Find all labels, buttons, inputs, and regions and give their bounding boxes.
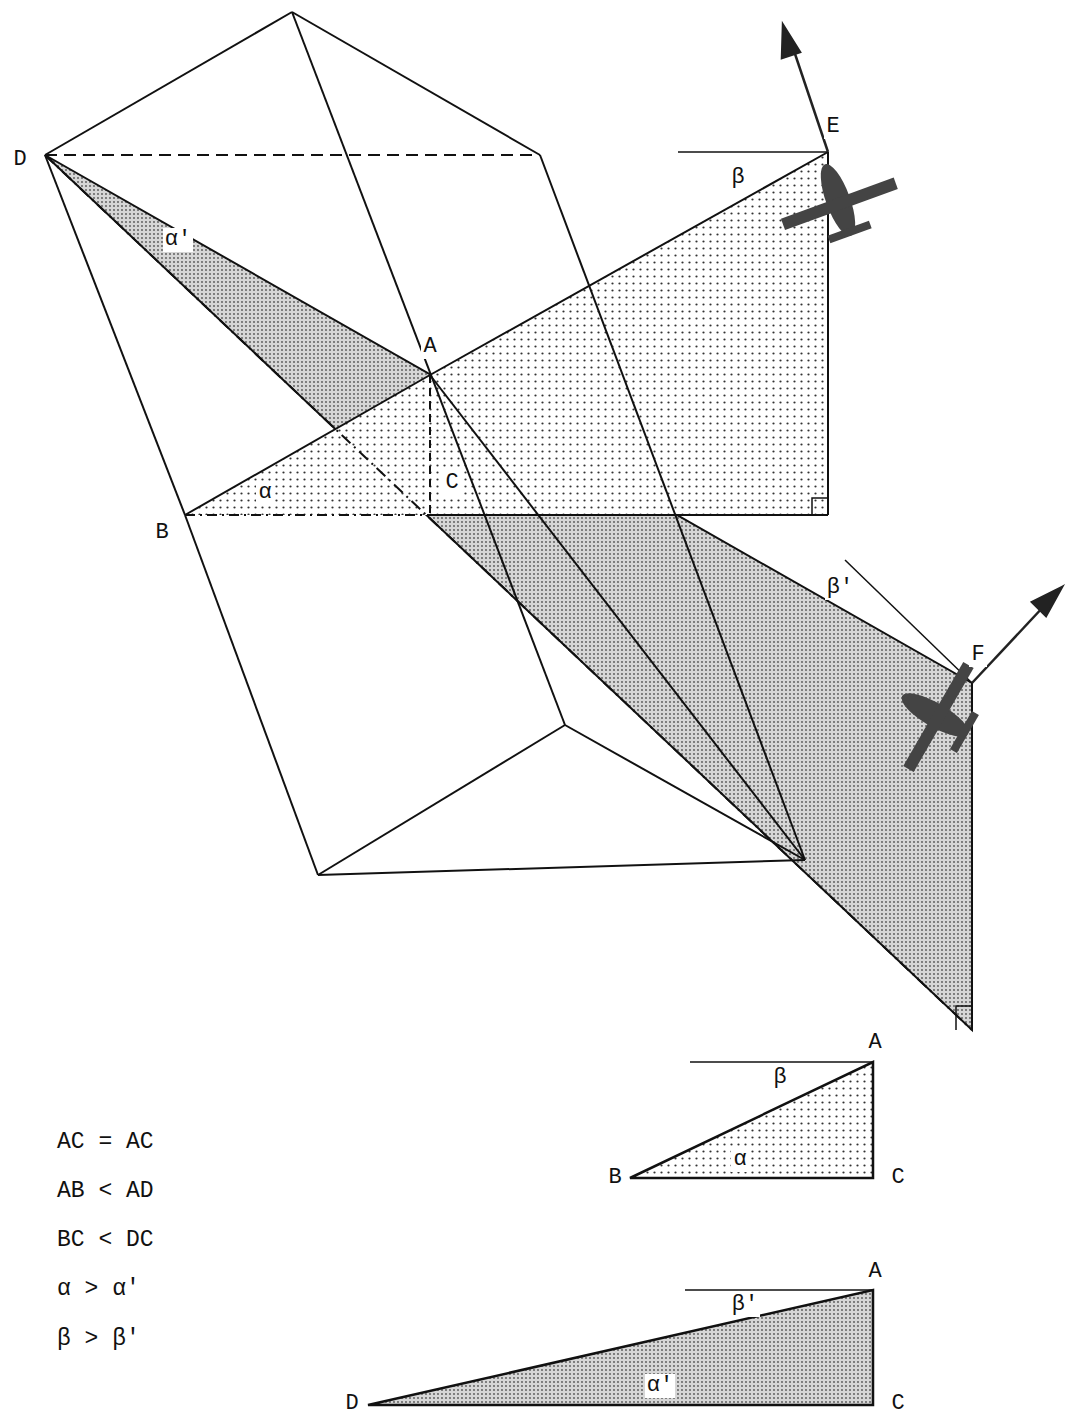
point-label: C xyxy=(889,1166,906,1190)
point-label: β xyxy=(729,166,746,190)
point-label: β xyxy=(771,1066,788,1090)
point-label: E xyxy=(824,115,841,139)
flight-arrows xyxy=(782,25,1062,683)
point-label: A xyxy=(866,1031,883,1055)
triangle-abc-detail xyxy=(630,1062,873,1178)
relation-note: AC = AC xyxy=(55,1130,156,1155)
point-label: α' xyxy=(645,1374,675,1398)
relation-note: α > α' xyxy=(55,1277,142,1302)
point-label: α xyxy=(256,481,273,505)
triangle-abc xyxy=(185,375,430,515)
plane-bae xyxy=(430,152,828,515)
point-label: D xyxy=(343,1392,360,1416)
point-label: B xyxy=(153,521,170,545)
relation-note: β > β' xyxy=(55,1327,142,1352)
triangle-adc-detail xyxy=(368,1290,873,1405)
airplane-icon xyxy=(769,144,908,256)
prism-edges xyxy=(45,12,972,1030)
point-label: β' xyxy=(825,576,855,600)
point-label: C xyxy=(443,471,460,495)
point-label: D xyxy=(11,148,28,172)
point-label: α' xyxy=(163,228,193,252)
point-label: β' xyxy=(730,1293,760,1317)
point-label: A xyxy=(866,1260,883,1284)
point-label: A xyxy=(421,335,438,359)
relation-note: BC < DC xyxy=(55,1228,156,1253)
point-label: C xyxy=(889,1392,906,1416)
relation-note: AB < AD xyxy=(55,1179,156,1204)
point-label: B xyxy=(606,1166,623,1190)
point-label: F xyxy=(969,643,986,667)
plane-dfa xyxy=(45,155,972,1030)
point-label: α xyxy=(731,1148,748,1172)
